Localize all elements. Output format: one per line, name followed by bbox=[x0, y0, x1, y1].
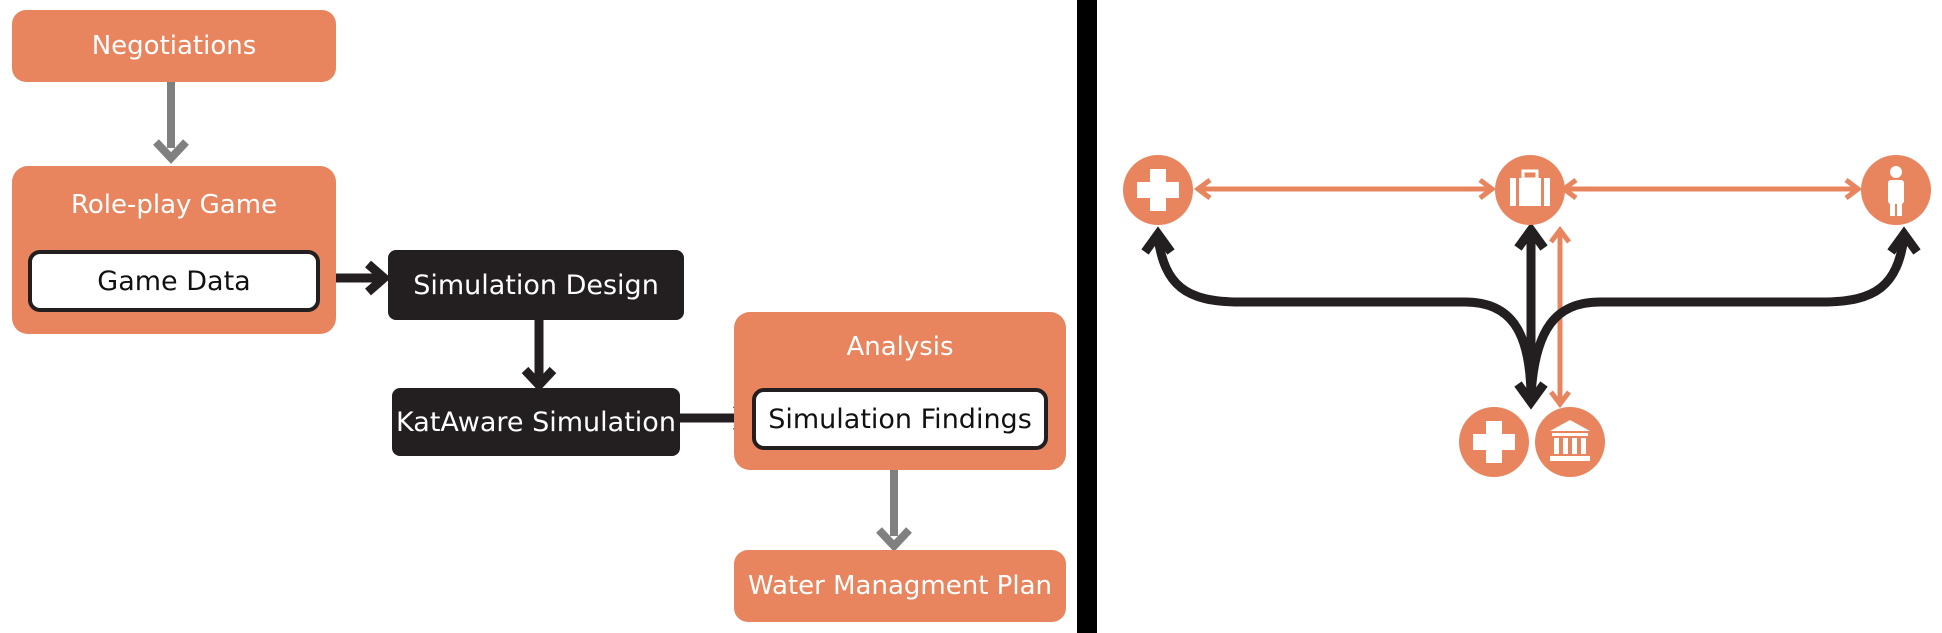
analysis-label: Analysis bbox=[846, 332, 954, 362]
medical-cross-icon bbox=[1123, 155, 1193, 225]
water-plan-label: Water Managment Plan bbox=[748, 571, 1052, 601]
arrow-simdesign-to-kataware bbox=[521, 320, 557, 392]
negotiations-box: Negotiations bbox=[12, 10, 336, 82]
medical-cross-icon bbox=[1459, 407, 1529, 477]
arrow-negotiations-to-roleplay bbox=[153, 82, 189, 164]
kataware-simulation-box: KatAware Simulation bbox=[392, 388, 680, 456]
divider bbox=[1077, 0, 1097, 633]
link-health-business bbox=[1193, 178, 1497, 200]
simulation-design-label: Simulation Design bbox=[413, 269, 659, 301]
dark-connectors bbox=[1141, 222, 1921, 410]
game-data-box: Game Data bbox=[28, 250, 320, 312]
government-building-icon bbox=[1535, 407, 1605, 477]
simulation-design-box: Simulation Design bbox=[388, 250, 684, 320]
roleplay-game-label: Role-play Game bbox=[70, 190, 278, 220]
water-plan-box: Water Managment Plan bbox=[734, 550, 1066, 622]
negotiations-label: Negotiations bbox=[91, 31, 257, 61]
link-business-person bbox=[1559, 178, 1863, 200]
simulation-findings-label: Simulation Findings bbox=[768, 403, 1032, 435]
briefcase-icon bbox=[1495, 155, 1565, 225]
arrow-analysis-to-waterplan bbox=[876, 470, 912, 552]
game-data-label: Game Data bbox=[97, 265, 251, 297]
analysis-container: Analysis Simulation Findings bbox=[734, 312, 1066, 470]
roleplay-game-container: Role-play Game Game Data bbox=[12, 166, 336, 334]
simulation-findings-box: Simulation Findings bbox=[752, 388, 1048, 450]
kataware-simulation-label: KatAware Simulation bbox=[396, 406, 676, 438]
person-icon bbox=[1861, 155, 1931, 225]
